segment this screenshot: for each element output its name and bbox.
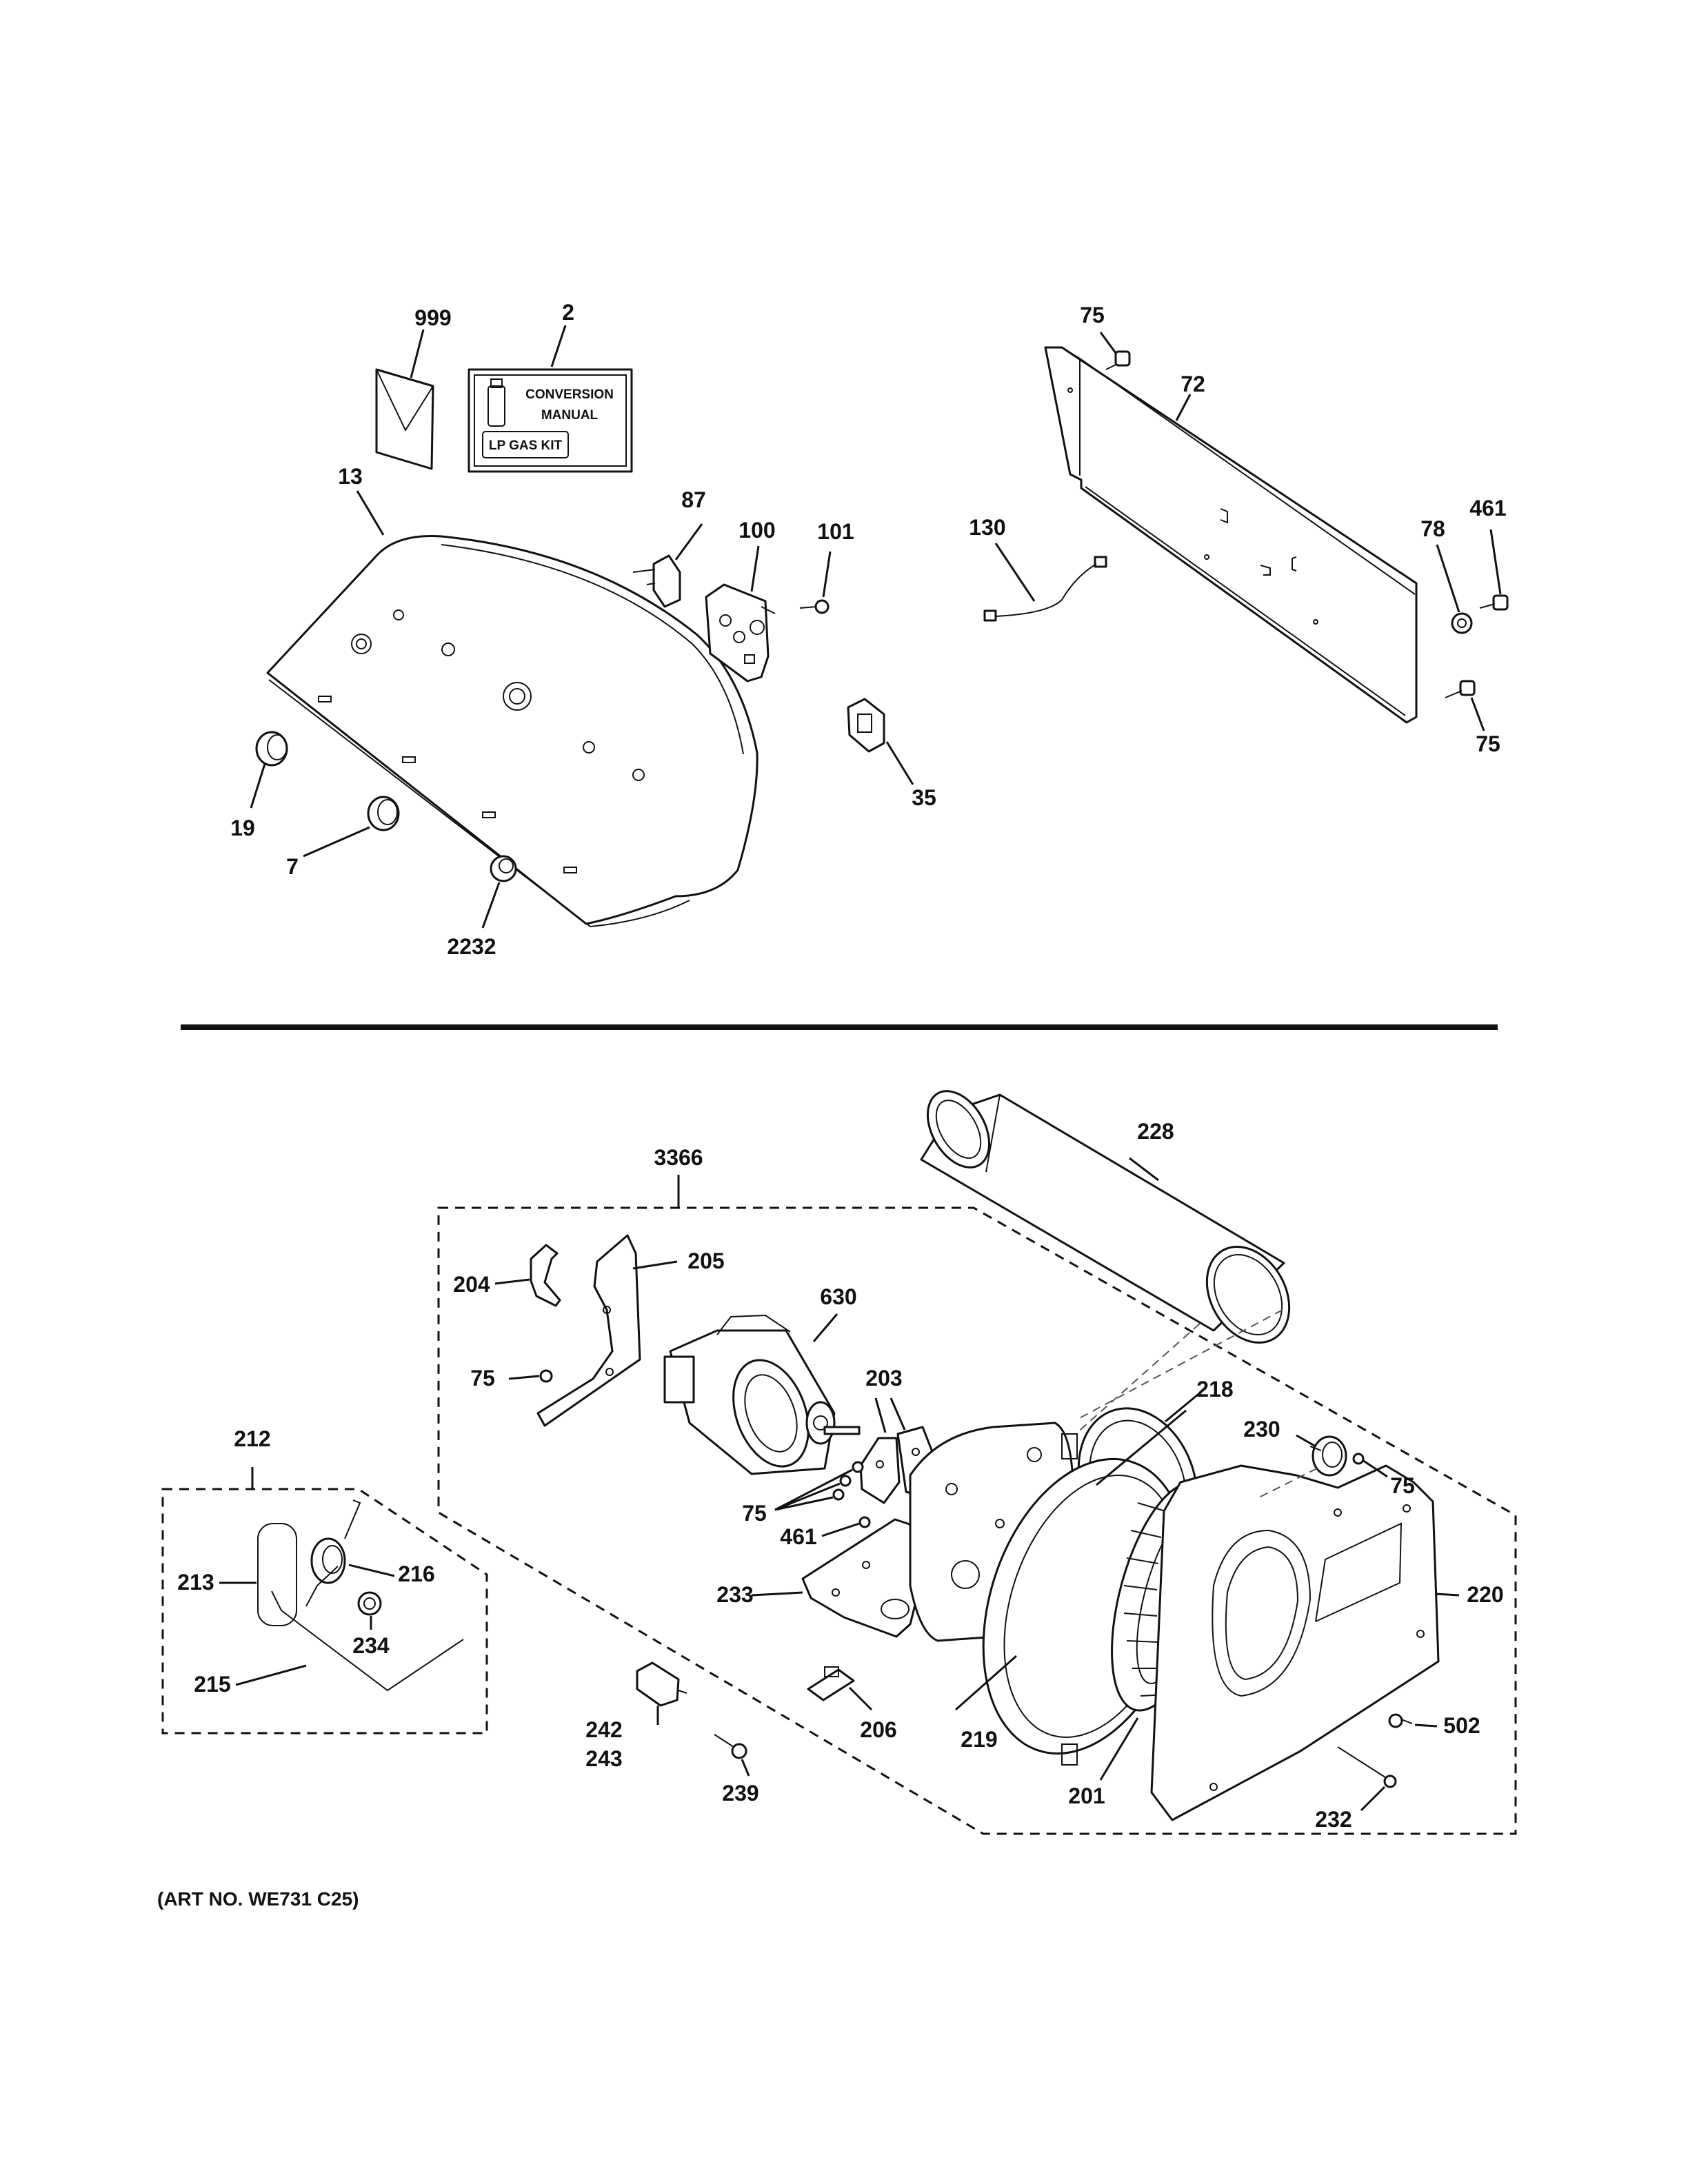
callout-87: 87	[681, 487, 706, 512]
screw-part-461-top	[1479, 594, 1509, 611]
art-number: (ART NO. WE731 C25)	[157, 1888, 359, 1910]
screw-part-502	[1388, 1713, 1413, 1728]
callout-220: 220	[1467, 1582, 1503, 1607]
screws-part-75-multiple	[832, 1461, 864, 1501]
back-panel-part-72	[1044, 346, 1418, 724]
callout-216: 216	[398, 1561, 434, 1586]
callout-78: 78	[1420, 516, 1445, 541]
callout-75-thermostat: 75	[1390, 1473, 1415, 1498]
callout-101: 101	[817, 519, 854, 544]
callout-203: 203	[865, 1366, 902, 1391]
callout-75-bracket: 75	[470, 1366, 495, 1391]
control-module-part-100	[705, 583, 776, 682]
washer-part-78	[1451, 612, 1473, 634]
callout-206: 206	[860, 1717, 896, 1742]
control-panel-part-13	[266, 535, 758, 928]
belt-part-213	[257, 1523, 297, 1626]
callout-228: 228	[1137, 1119, 1174, 1144]
callout-230: 230	[1243, 1417, 1280, 1442]
callout-35: 35	[912, 785, 936, 810]
callout-3366: 3366	[654, 1145, 703, 1170]
screw-part-75-right	[1445, 680, 1476, 698]
blower-shroud-part-220	[1150, 1464, 1440, 1821]
callout-502: 502	[1443, 1713, 1480, 1738]
callout-242: 242	[585, 1717, 622, 1742]
button-part-2232	[490, 855, 517, 882]
envelope-part-999	[375, 368, 434, 470]
callout-2232: 2232	[447, 934, 496, 959]
knob-part-19	[255, 731, 288, 767]
pulley-part-234	[357, 1591, 382, 1616]
manual-title-line1: CONVERSION	[525, 387, 614, 402]
callout-999: 999	[414, 305, 451, 330]
callout-239: 239	[722, 1781, 758, 1806]
idler-arm-part-215	[271, 1590, 464, 1692]
conversion-manual-box: CONVERSION MANUAL LP GAS KIT	[468, 368, 633, 473]
base-part-233	[801, 1518, 921, 1638]
callout-7: 7	[286, 854, 299, 879]
callout-72: 72	[1180, 372, 1205, 396]
manual-kit-label: LP GAS KIT	[489, 438, 563, 453]
callout-19: 19	[230, 816, 255, 840]
exhaust-duct-part-228	[920, 1090, 1291, 1344]
screw-part-75-thermostat	[1352, 1453, 1365, 1465]
thermal-fuse-part-206	[807, 1666, 855, 1701]
callout-75-multiple: 75	[742, 1501, 767, 1526]
switch-part-242-243	[636, 1661, 687, 1707]
callout-219: 219	[961, 1727, 997, 1752]
callout-232: 232	[1315, 1807, 1352, 1832]
callout-204: 204	[453, 1272, 490, 1297]
screw-part-75-top	[1105, 350, 1131, 370]
callout-75-right: 75	[1476, 731, 1500, 756]
screw-part-101	[799, 599, 830, 614]
thermostat-part-230	[1309, 1435, 1347, 1477]
assembly-boundary-3366	[437, 1206, 1517, 1835]
callout-461-top: 461	[1469, 496, 1506, 520]
callout-243: 243	[585, 1746, 622, 1771]
callout-13: 13	[338, 464, 363, 489]
callout-100: 100	[738, 518, 775, 543]
motor-part-630	[663, 1314, 861, 1475]
callout-630: 630	[820, 1284, 856, 1309]
callout-218: 218	[1196, 1377, 1233, 1402]
callout-213: 213	[177, 1570, 214, 1595]
bracket-part-205	[536, 1234, 641, 1427]
callout-205: 205	[687, 1248, 724, 1273]
callout-461-bottom: 461	[780, 1524, 816, 1549]
screw-part-232	[1337, 1746, 1397, 1788]
callout-234: 234	[352, 1633, 390, 1658]
screw-part-75-bracket	[539, 1369, 553, 1383]
switch-part-35	[847, 698, 885, 753]
callout-201: 201	[1068, 1783, 1105, 1808]
callout-212: 212	[234, 1426, 270, 1451]
idler-pulley-part-216	[305, 1499, 361, 1607]
callout-2: 2	[562, 300, 574, 325]
clip-part-204	[530, 1244, 561, 1307]
callout-215: 215	[194, 1672, 230, 1697]
knob-part-7	[367, 796, 400, 831]
switch-part-87	[632, 554, 681, 608]
screw-part-239	[714, 1734, 747, 1759]
callout-233: 233	[716, 1582, 753, 1607]
manual-title-line2: MANUAL	[541, 408, 599, 423]
screw-part-461-bottom	[858, 1516, 871, 1528]
callout-75-top: 75	[1080, 303, 1105, 327]
callout-130: 130	[969, 515, 1005, 540]
wire-harness-part-130	[983, 556, 1107, 622]
